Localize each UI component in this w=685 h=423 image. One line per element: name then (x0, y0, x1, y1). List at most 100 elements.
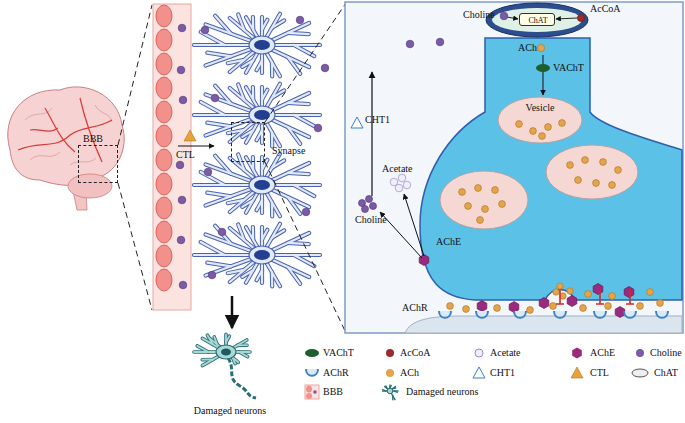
acetylcholine (567, 162, 574, 169)
dendrite (242, 130, 253, 137)
callout-label: Damaged neurons (194, 405, 266, 416)
dendrite (252, 17, 255, 30)
choline-molecule (176, 161, 184, 169)
ache-enzyme (539, 298, 549, 309)
callout-label: CHT1 (365, 114, 390, 125)
neuron-symbol-branch (383, 390, 386, 392)
dendrite (288, 127, 300, 144)
inhibition-mark (556, 290, 564, 304)
dendrite (202, 359, 213, 361)
acetylcholine (545, 124, 552, 131)
brain (8, 87, 124, 210)
acetylcholine (585, 291, 592, 298)
neuron-symbol-branch (392, 396, 393, 400)
legend-entry: ACh (381, 364, 382, 365)
acetylcholine (447, 303, 454, 310)
legend-swatch (386, 349, 394, 357)
acetylcholine (593, 180, 600, 187)
choline-molecule (500, 12, 508, 20)
neurons (194, 14, 329, 287)
mitochondrion (486, 3, 588, 37)
enzyme-box: ChAT (519, 13, 555, 26)
legend-entry: AChE (568, 344, 569, 345)
legend-entry: CHT1 (470, 364, 471, 365)
nucleus (254, 250, 270, 260)
neuron-symbol-branch (394, 391, 397, 393)
inhibition-mark (596, 290, 604, 304)
cell-body (249, 36, 275, 54)
dendrite (215, 226, 231, 244)
molecules (359, 12, 669, 318)
choline-molecule (366, 196, 373, 203)
zoom-box: Synapse (231, 122, 265, 162)
dendrite-outline (197, 346, 208, 352)
brain-vessels (18, 98, 112, 162)
ache-symbol (572, 348, 582, 359)
cerebellum (68, 174, 112, 198)
neuron (194, 14, 320, 77)
dendrite (197, 346, 208, 352)
choline-molecule (218, 228, 226, 236)
dendrite (288, 197, 300, 214)
choline-molecule (406, 40, 414, 48)
dendrite (262, 20, 267, 30)
choline-molecule (362, 206, 369, 213)
node-label: Vesicle (497, 102, 583, 113)
zoom-line (265, 3, 346, 122)
dendrite (288, 57, 300, 74)
choline-molecule (436, 38, 444, 46)
dendrite (201, 172, 225, 185)
legend-text: BBB (323, 386, 343, 397)
legend-text: Acetate (490, 347, 521, 358)
legend-symbol (303, 364, 321, 382)
dendrite (239, 352, 247, 357)
acetylcholine (609, 182, 616, 189)
dendrite-outline (207, 123, 231, 127)
ache-enzyme (477, 301, 487, 312)
acetylcholine (516, 121, 523, 128)
dendrite-outline (294, 185, 314, 196)
dendrite (252, 157, 255, 170)
acetylcholine (657, 300, 664, 307)
ache-enzyme (593, 284, 603, 295)
neuron (194, 154, 320, 217)
acetylcholine (475, 185, 482, 192)
legend-text: ACh (400, 367, 419, 378)
cell-body (249, 176, 275, 194)
achr-receptor (439, 311, 451, 318)
zoom-line (265, 162, 346, 333)
legend-entry: Acetate (470, 344, 471, 345)
neuron-symbol-body (387, 388, 393, 394)
endothelial-cell (156, 149, 172, 171)
choline-molecule (179, 281, 187, 289)
reuptake-arrow (371, 72, 372, 196)
vesicle-node: Vesicle (497, 96, 583, 144)
acetate-symbol (475, 349, 483, 357)
choline-molecule (178, 196, 186, 204)
dendrite-outline (207, 193, 231, 197)
dendrite (288, 103, 309, 104)
dendrite-outline (201, 102, 225, 115)
callout-label: CTL (176, 149, 195, 160)
legend-swatch (636, 349, 644, 357)
choline-molecule (201, 26, 209, 34)
achr-receptor (476, 311, 488, 318)
choline-molecule (177, 236, 185, 244)
dendrite (294, 115, 314, 126)
dendrite (262, 230, 267, 240)
legend-symbol (568, 364, 586, 382)
acetylcholine (609, 293, 616, 300)
cerebrum (8, 87, 124, 186)
synaptic-vesicle (440, 171, 528, 229)
choline-molecule (204, 168, 212, 176)
neuron (194, 84, 320, 147)
endothelial-cell (156, 269, 172, 291)
transport-arrow (178, 146, 214, 147)
dendrite (257, 200, 262, 210)
cht1-transporter (351, 117, 363, 128)
dendrite (272, 230, 284, 238)
acetylcholine (637, 303, 644, 310)
neuron-symbol-branch (386, 386, 387, 389)
dendrite (242, 60, 253, 67)
